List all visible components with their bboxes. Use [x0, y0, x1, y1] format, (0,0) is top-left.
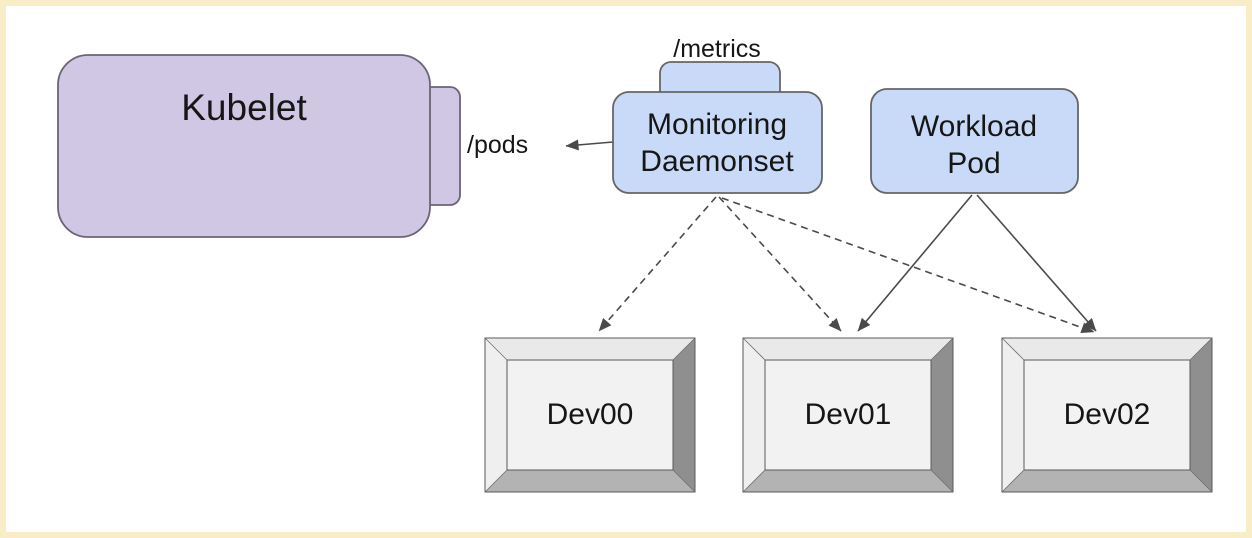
workload-box	[870, 88, 1079, 194]
dev02-bevel-top	[1002, 338, 1212, 360]
dev02-bevel-bottom	[1002, 470, 1212, 492]
dev01-bevel-left	[743, 338, 765, 492]
device-dev02: Dev02	[1001, 337, 1213, 493]
kubelet-label: Kubelet	[181, 87, 307, 128]
dev00-bevel-bottom	[485, 470, 695, 492]
dev00-bevel-left	[485, 338, 507, 492]
node-workload-pod: Workload Pod	[870, 88, 1079, 194]
monitoring-label-line1: Monitoring	[647, 108, 787, 141]
dev01-bevel-right	[931, 338, 953, 492]
dev00-bevel-right	[673, 338, 695, 492]
dev02-outline	[1001, 337, 1213, 493]
dev01-label: Dev01	[805, 398, 892, 431]
pods-endpoint-label: /pods	[467, 131, 528, 159]
monitoring-label-line2: Daemonset	[640, 145, 794, 178]
dev00-corner-seams	[484, 337, 696, 493]
edges	[598, 194, 1097, 333]
node-kubelet: Kubelet	[57, 54, 461, 238]
workload-label-line2: Pod	[947, 147, 1000, 180]
device-dev01: Dev01	[742, 337, 954, 493]
dev02-face	[1023, 359, 1191, 471]
node-monitoring-daemonset: /metrics Monitoring Daemonset	[612, 35, 823, 194]
edge-monitoring-to-dev00	[598, 196, 717, 332]
workload-label-line1: Workload	[911, 110, 1037, 143]
dev00-bevel-top	[485, 338, 695, 360]
metrics-endpoint-label: /metrics	[673, 35, 761, 63]
dev01-corner-seams	[742, 337, 954, 493]
monitoring-box	[612, 91, 823, 194]
dev01-outline	[742, 337, 954, 493]
kubelet-box	[57, 54, 431, 238]
dev02-bevel-left	[1002, 338, 1024, 492]
dev01-bevel-top	[743, 338, 953, 360]
dev00-face	[506, 359, 674, 471]
dev00-label: Dev00	[547, 398, 634, 431]
device-dev00: Dev00	[484, 337, 696, 493]
edge-workload-to-dev01	[857, 194, 973, 332]
edge-monitoring-to-dev01	[718, 196, 842, 332]
dev02-bevel-right	[1190, 338, 1212, 492]
edge-workload-to-dev02	[976, 194, 1097, 332]
dev02-label: Dev02	[1064, 398, 1151, 431]
edge-monitoring-to-kubelet	[565, 139, 614, 151]
dev02-corner-seams	[1001, 337, 1213, 493]
dev01-bevel-bottom	[743, 470, 953, 492]
dev01-face	[764, 359, 932, 471]
dev00-outline	[484, 337, 696, 493]
edge-monitoring-to-dev02	[721, 197, 1095, 333]
